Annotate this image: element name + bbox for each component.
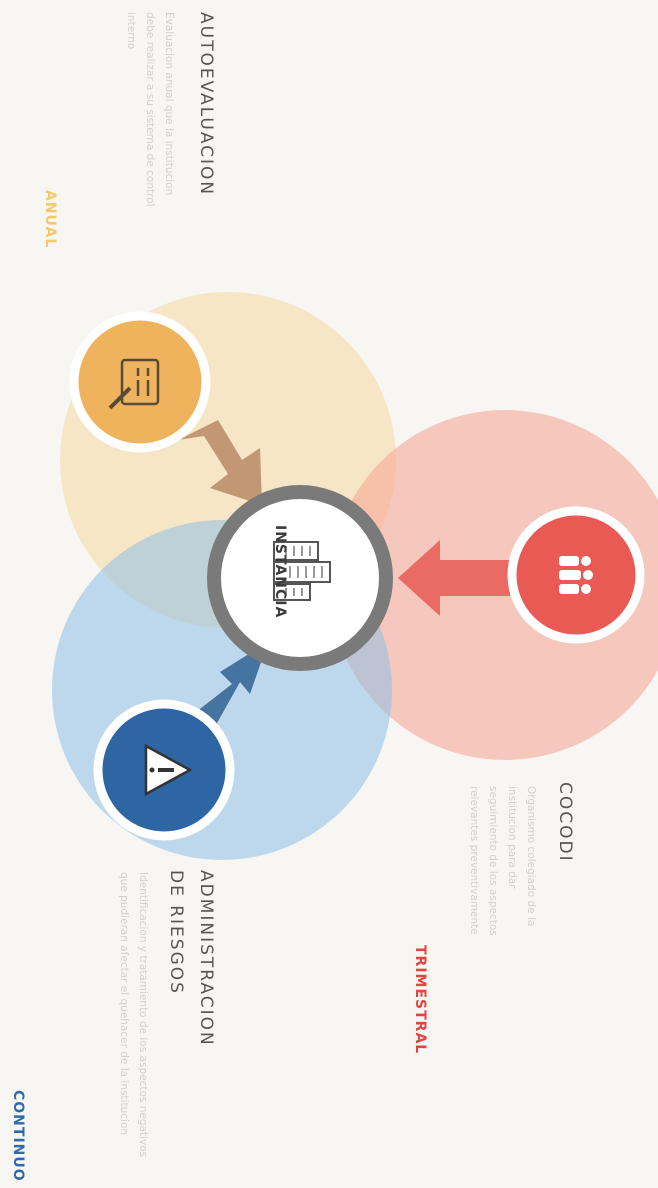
autoevaluacion-title: AUTOEVALUACION	[196, 12, 216, 197]
arrow-blue-to-center	[196, 642, 268, 732]
cocodi-description: Organismo colegiado de la institucion pa…	[468, 786, 537, 936]
warning-triangle-icon	[144, 743, 193, 797]
riesgos-frequency: CONTINUO	[10, 1090, 26, 1182]
autoevaluacion-description: Evaluacion anual que la institucion debe…	[125, 12, 175, 207]
cocodi-frequency: TRIMESTRAL	[412, 945, 428, 1055]
autoevaluacion-node	[69, 311, 211, 453]
building-icon	[273, 541, 331, 601]
riesgos-title-line2: DE RIESGOS	[166, 870, 186, 995]
riesgos-title-line1: ADMINISTRACION	[196, 870, 216, 1047]
cocodi-title: COCODI	[555, 782, 575, 863]
checklist-pencil-icon	[108, 358, 160, 410]
autoevaluacion-frequency: ANUAL	[42, 190, 58, 249]
arrow-red-to-center	[398, 540, 510, 616]
center-label: INSTANCIA	[272, 525, 288, 619]
center-ring	[207, 485, 393, 671]
riesgos-description: Identificacion y tratamiento de los aspe…	[118, 872, 149, 1158]
arrow-yellow-to-center	[178, 420, 262, 505]
people-group-icon	[559, 556, 593, 594]
